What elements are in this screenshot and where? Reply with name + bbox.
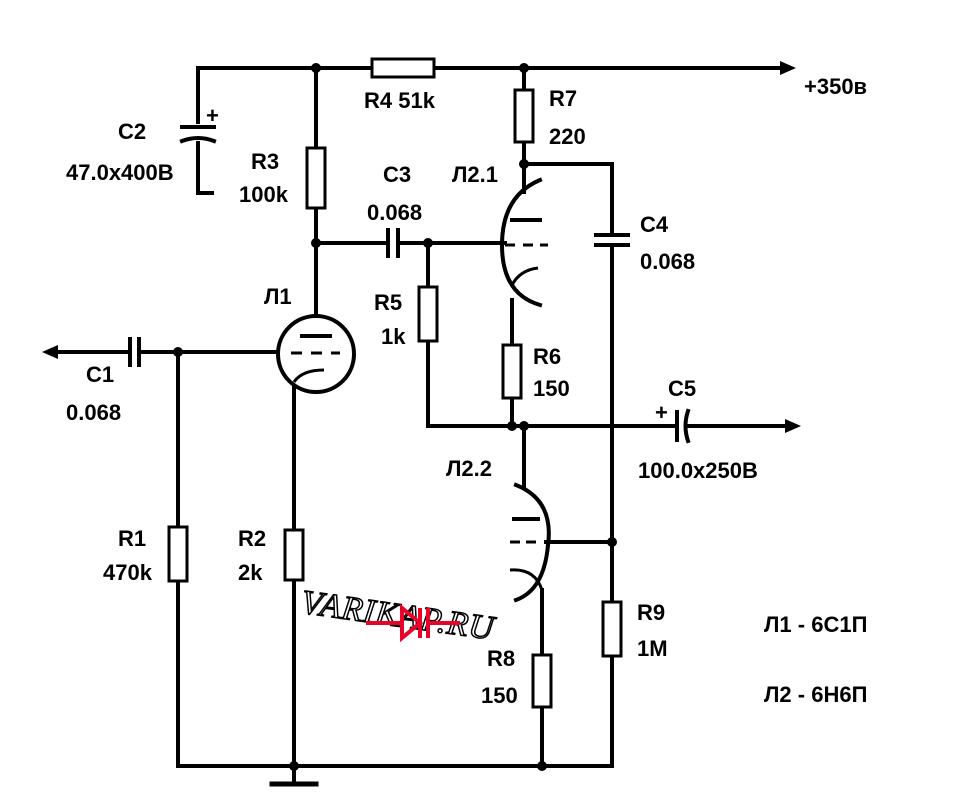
l1-label: Л1 [264, 284, 292, 309]
r7-value: 220 [549, 124, 586, 149]
c3-value: 0.068 [367, 200, 422, 225]
r4-label: R4 51k [364, 88, 436, 113]
resistor-r8 [531, 653, 553, 709]
r2-value: 2k [238, 560, 263, 585]
c5-value: 100.0x250B [638, 458, 758, 483]
r9-value: 1M [637, 636, 668, 661]
r3-value: 100k [239, 182, 289, 207]
supply-label: +350в [804, 74, 867, 99]
wiring [58, 66, 787, 787]
r5-value: 1k [381, 324, 406, 349]
resistor-r7 [513, 88, 535, 144]
c4-name: C4 [640, 212, 669, 237]
legend-l1: Л1 - 6С1П [764, 612, 867, 637]
watermark-text: VARIKAP.RU [299, 584, 498, 648]
junction-dots [173, 63, 617, 771]
r7-name: R7 [549, 86, 577, 111]
capacitor-c3 [386, 228, 400, 258]
resistor-r9 [601, 600, 623, 658]
c1-value: 0.068 [66, 400, 121, 425]
c5-name: C5 [668, 376, 696, 401]
tube-l2-2 [509, 482, 551, 603]
resistor-r1 [167, 525, 189, 583]
c2-plus-sign: + [206, 103, 219, 128]
resistor-r2 [283, 528, 305, 582]
c3-name: C3 [383, 162, 411, 187]
tube-l1 [276, 314, 356, 394]
r1-value: 470k [103, 560, 153, 585]
r9-name: R9 [637, 600, 665, 625]
capacitor-c5 [675, 408, 691, 444]
c2-name: C2 [118, 119, 146, 144]
l2-1-label: Л2.1 [452, 162, 498, 187]
c2-value: 47.0x400B [66, 160, 174, 185]
resistor-r4 [370, 57, 436, 79]
supply-arrow [780, 61, 796, 75]
output-arrow [785, 419, 801, 433]
resistor-r6 [501, 343, 523, 400]
l2-2-label: Л2.2 [446, 456, 492, 481]
varicap-logo-icon [366, 603, 460, 643]
tube-l2-1 [499, 177, 548, 308]
capacitor-c2 [179, 125, 217, 144]
c4-value: 0.068 [640, 249, 695, 274]
r6-value: 150 [533, 376, 570, 401]
r6-name: R6 [533, 344, 561, 369]
resistor-r3 [305, 146, 327, 210]
c1-name: C1 [86, 362, 114, 387]
r2-name: R2 [238, 526, 266, 551]
capacitor-c4 [594, 233, 630, 247]
r1-name: R1 [118, 526, 146, 551]
resistor-r5 [417, 285, 439, 343]
capacitor-c1 [128, 337, 141, 367]
r8-name: R8 [487, 646, 515, 671]
r5-name: R5 [374, 290, 402, 315]
watermark: VARIKAP.RU [298, 583, 499, 648]
c5-plus-sign: + [655, 400, 668, 425]
r8-value: 150 [481, 683, 518, 708]
r3-name: R3 [251, 149, 279, 174]
legend-l2: Л2 - 6Н6П [764, 682, 867, 707]
input-arrow [42, 345, 58, 359]
